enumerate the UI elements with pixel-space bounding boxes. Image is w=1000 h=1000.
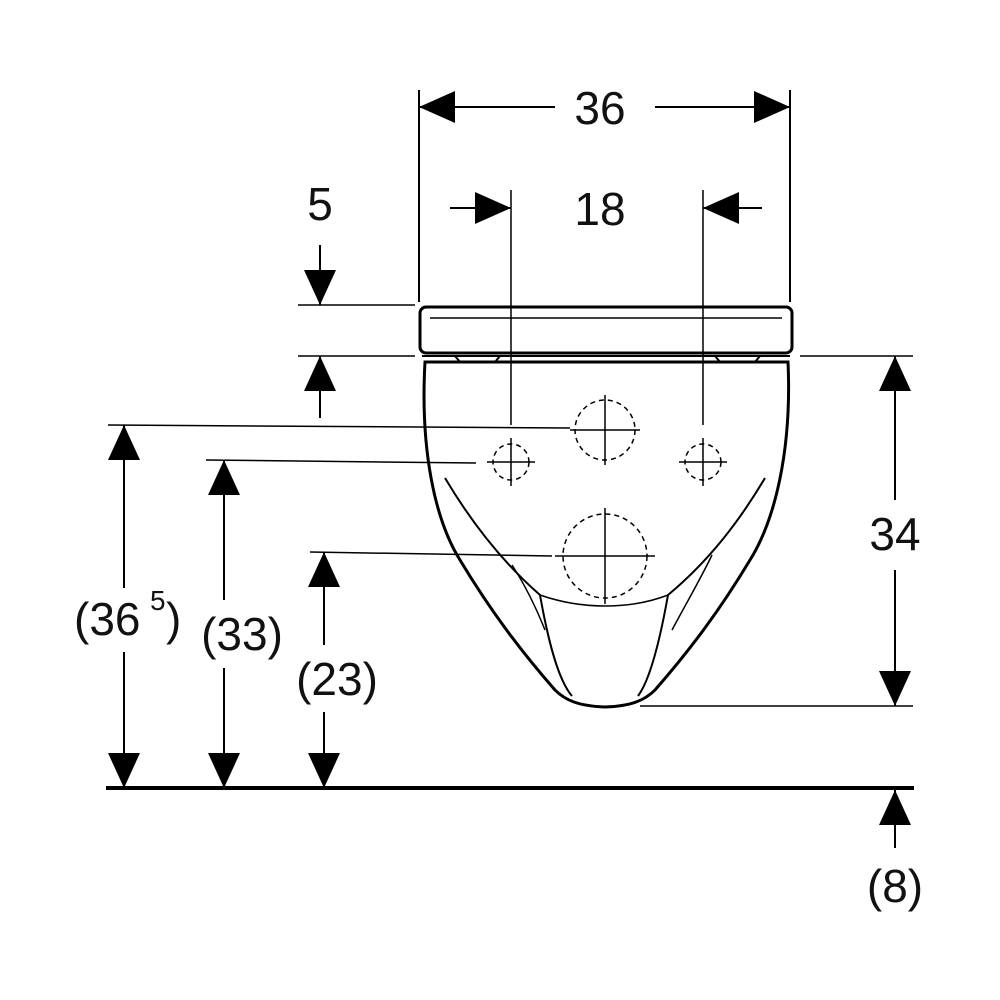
- dimension-label-5: 5: [307, 178, 333, 230]
- trap-left-edge: [511, 564, 546, 631]
- dimension-bowl-height: 34: [640, 355, 921, 707]
- dimension-seat-thickness: 5: [298, 178, 415, 418]
- dimension-label-34: 34: [869, 508, 920, 560]
- bolt-hole-right: [679, 438, 727, 486]
- mounting-holes: [487, 395, 727, 604]
- dimension-height-lower: (23): [296, 551, 553, 788]
- toilet-seat: [418, 305, 794, 363]
- dimension-label-close-paren: ): [166, 593, 181, 645]
- bowl-foot-right: [637, 477, 766, 697]
- waste-outlet-hole: [555, 508, 655, 604]
- dimension-height-middle: (33): [201, 459, 477, 788]
- dimension-label-8: (8): [867, 860, 923, 912]
- hinge-right: [714, 355, 761, 363]
- trap-right-edge: [671, 554, 713, 631]
- svg-text:(36: (36: [74, 593, 140, 645]
- trap-curve: [539, 594, 669, 607]
- dimension-height-upper: (36 5 ): [74, 424, 571, 788]
- bowl-foot: [444, 477, 573, 697]
- dimension-label-23: (23): [296, 653, 378, 705]
- dimension-label-33: (33): [201, 608, 283, 660]
- dimension-label-36: 36: [574, 82, 625, 134]
- dimension-inner-width: 18: [450, 183, 762, 425]
- hinge-left: [454, 355, 501, 363]
- bowl-outline: [422, 360, 791, 709]
- water-inlet-hole: [570, 395, 640, 465]
- dimension-label-18: 18: [574, 183, 625, 235]
- dimension-label-superscript-5: 5: [150, 585, 166, 616]
- dimension-top-width: 36: [418, 82, 791, 302]
- bolt-hole-left: [487, 438, 535, 486]
- toilet-bowl: [422, 360, 791, 709]
- dimension-label-36-5: (36: [74, 593, 140, 645]
- seat-lid: [418, 305, 794, 355]
- dimension-floor-offset: (8): [867, 790, 923, 912]
